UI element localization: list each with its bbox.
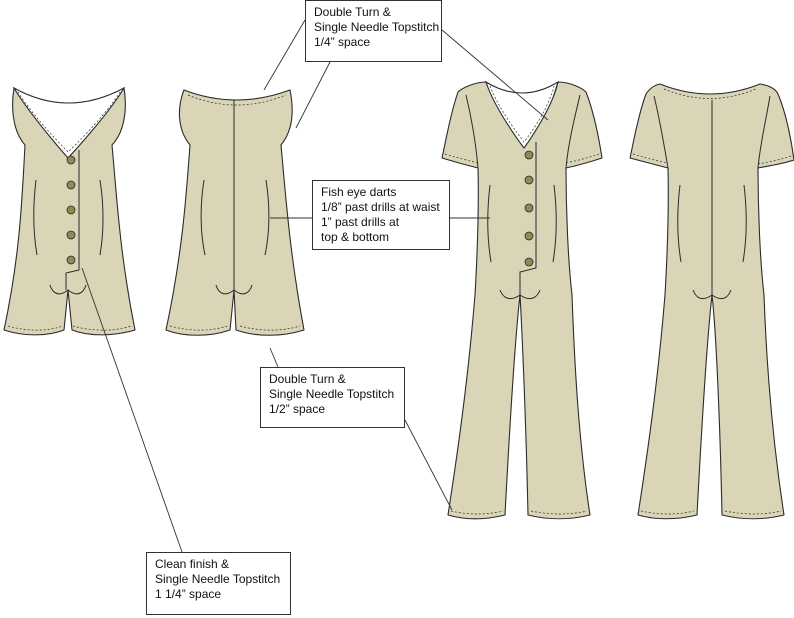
callout-line: Clean finish & <box>155 557 230 571</box>
button <box>524 231 534 241</box>
leader-hem-romper-back <box>269 347 279 368</box>
callout-line: top & bottom <box>321 230 390 244</box>
callout-fish-eye-darts: Fish eye darts 1/8” past drills at waist… <box>312 180 450 250</box>
jumpsuit-front <box>441 80 603 520</box>
button <box>66 230 76 240</box>
button <box>66 155 76 165</box>
leader-neckline-romper-back-shoulder <box>263 19 306 91</box>
callout-line: 1/8” past drills at waist <box>321 200 440 214</box>
placket-line <box>519 142 537 295</box>
callout-line: Fish eye darts <box>321 185 397 199</box>
jumpsuit-back <box>629 83 794 520</box>
callout-neckline-topstitch: Double Turn & Single Needle Topstitch 1/… <box>305 0 442 62</box>
callout-hem-topstitch: Double Turn & Single Needle Topstitch 1/… <box>260 367 405 428</box>
leader-lines <box>81 19 549 553</box>
callout-line: Single Needle Topstitch <box>155 572 281 586</box>
jumpsuit-front-body <box>441 81 603 520</box>
romper-back-body <box>165 89 305 336</box>
callout-line: Double Turn & <box>269 372 346 386</box>
callout-line: Double Turn & <box>314 5 391 19</box>
leader-placket <box>81 267 183 553</box>
callout-line: Single Needle Topstitch <box>314 20 440 34</box>
button <box>66 205 76 215</box>
callout-line: Single Needle Topstitch <box>269 387 395 401</box>
button <box>66 255 76 265</box>
callout-placket-clean-finish: Clean finish & Single Needle Topstitch 1… <box>146 552 291 615</box>
callout-line: 1” past drills at <box>321 215 400 229</box>
button <box>524 257 534 267</box>
leader-neckline-romper-back-armhole <box>295 61 331 129</box>
leader-neckline-jumpsuit-front <box>441 29 549 121</box>
jumpsuit-back-body <box>629 83 794 520</box>
button <box>524 203 534 213</box>
callout-line: 1 1/4” space <box>155 587 222 601</box>
placket-line <box>65 150 80 290</box>
romper-back <box>165 89 305 336</box>
callout-line: 1/2” space <box>269 402 326 416</box>
button <box>66 180 76 190</box>
romper-front <box>3 86 136 336</box>
button <box>524 175 534 185</box>
button <box>524 150 534 160</box>
leader-hem-jumpsuit <box>404 419 453 511</box>
callout-line: 1/4” space <box>314 35 371 49</box>
